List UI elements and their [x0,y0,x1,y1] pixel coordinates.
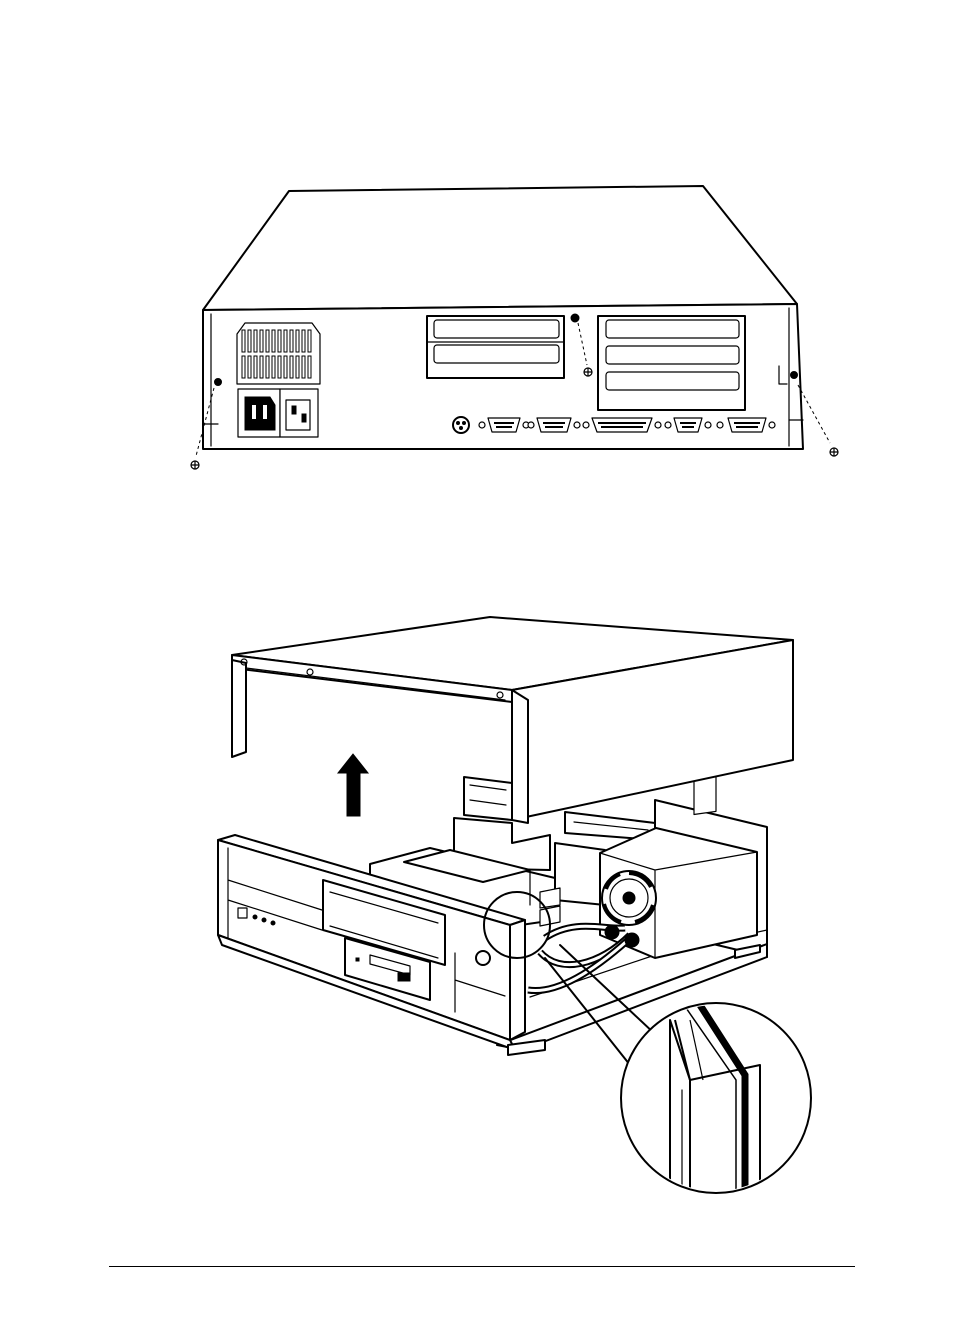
lift-up-arrow-icon [338,754,368,816]
power-supply-vent-grille [237,323,320,384]
computer-cover-removal-illustration [218,617,811,1200]
power-socket-input [238,389,280,437]
expansion-slots-right [598,316,745,410]
expansion-slots-left [427,316,564,378]
case-top-cover [203,186,797,310]
detail-zoom-circle [621,1003,811,1200]
power-socket-output [280,389,318,437]
footer-rule [109,1266,855,1267]
computer-rear-panel-screws-illustration [191,186,838,469]
